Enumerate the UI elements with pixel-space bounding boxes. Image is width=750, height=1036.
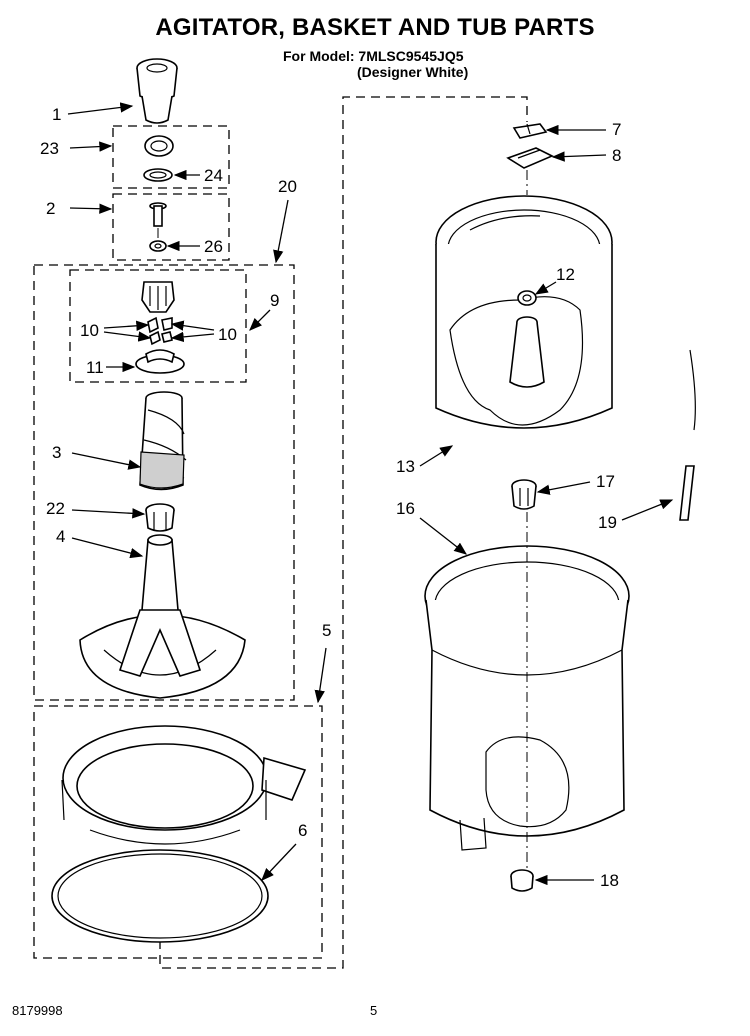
part-16-outer-tub <box>424 512 630 870</box>
group-box-9 <box>69 269 247 383</box>
leader-16 <box>419 517 468 555</box>
callout-18: 18 <box>600 871 619 890</box>
leader-20 <box>273 199 289 264</box>
part-17-bearing <box>511 479 537 510</box>
callout-17: 17 <box>596 472 615 491</box>
part-24-seal <box>143 168 173 182</box>
leader-8 <box>551 151 607 162</box>
part-19-hose <box>679 349 696 521</box>
part-18-bushing <box>510 869 534 892</box>
callout-26: 26 <box>204 237 223 256</box>
leader-23 <box>69 141 113 152</box>
callout-24: 24 <box>204 166 223 185</box>
model-number: For Model: 7MLSC9545JQ5 <box>283 48 464 64</box>
part-9-cam-assembly <box>141 281 175 313</box>
leader-2 <box>69 203 113 214</box>
leader-5 <box>314 647 327 704</box>
part-23-bearing <box>144 135 174 157</box>
part-8-drive-block <box>506 147 554 195</box>
leader-6 <box>261 843 297 881</box>
basket-hub <box>509 316 545 388</box>
leader-19 <box>621 499 674 521</box>
part-3-agitator-auger <box>139 391 187 491</box>
leader-17 <box>536 481 591 495</box>
part-5-tub-ring <box>61 725 307 845</box>
callout-11: 11 <box>86 358 104 377</box>
callout-5: 5 <box>322 621 331 640</box>
callout-6: 6 <box>298 821 307 840</box>
part-2-bolt <box>149 202 167 240</box>
callout-19: 19 <box>598 513 617 532</box>
group-box-2 <box>112 193 230 261</box>
callout-8: 8 <box>612 146 621 165</box>
part-26-washer <box>149 240 167 252</box>
leader-10b <box>103 331 152 342</box>
page-number: 5 <box>370 1003 378 1018</box>
callout-7: 7 <box>612 120 621 139</box>
callout-10-left: 10 <box>80 321 99 340</box>
part-10-agitator-dogs <box>147 316 173 346</box>
callout-20: 20 <box>278 177 297 196</box>
callout-23: 23 <box>40 139 59 158</box>
leader-12 <box>534 281 557 295</box>
callout-22: 22 <box>46 499 65 518</box>
callout-9: 9 <box>270 291 279 310</box>
callout-12: 12 <box>556 265 575 284</box>
document-number: 8179998 <box>12 1003 63 1018</box>
callout-3: 3 <box>52 443 61 462</box>
callout-1: 1 <box>52 105 61 124</box>
part-1-agitator-cap <box>136 58 178 124</box>
group-box-20 <box>33 264 295 701</box>
leader-10d <box>170 331 215 343</box>
part-7-nut <box>512 123 548 139</box>
part-4-agitator-base <box>79 534 246 699</box>
leader-4 <box>71 537 144 559</box>
part-12-hub-nut <box>517 290 537 306</box>
part-11-cam <box>135 349 185 374</box>
part-13-basket <box>435 195 613 429</box>
page-title: AGITATOR, BASKET AND TUB PARTS <box>155 14 595 41</box>
leader-1 <box>67 102 134 115</box>
leader-13 <box>419 445 454 467</box>
leader-10a <box>103 320 150 331</box>
callout-10-right: 10 <box>218 325 237 344</box>
group-box-5 <box>33 705 323 959</box>
callout-13: 13 <box>396 457 415 476</box>
callout-2: 2 <box>46 199 55 218</box>
part-22-coupling <box>145 503 175 532</box>
model-color: (Designer White) <box>357 64 469 80</box>
leader-3 <box>71 452 142 470</box>
leader-22 <box>71 508 146 519</box>
leader-9 <box>249 309 271 331</box>
assembly-connector-line <box>159 96 528 969</box>
callout-16: 16 <box>396 499 415 518</box>
part-6-tub-seal <box>51 849 269 943</box>
leader-10c <box>170 320 215 331</box>
callout-4: 4 <box>56 527 65 546</box>
